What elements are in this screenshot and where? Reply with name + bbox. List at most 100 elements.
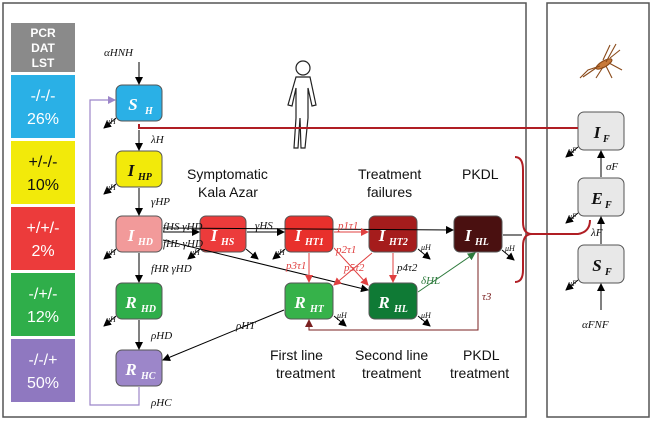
legend-row-4-percent: 12% xyxy=(27,309,59,326)
waning-immunity-arrow xyxy=(89,96,140,406)
IHL-letter: I xyxy=(464,226,473,245)
infection-link xyxy=(138,124,591,283)
SF-letter: S xyxy=(592,256,601,275)
mu-RHL: μH xyxy=(420,311,432,320)
compartment-IHL: I HL xyxy=(453,215,503,253)
RHD-sub: HD xyxy=(140,304,156,315)
host-panel xyxy=(2,2,527,418)
IHT2-sub: HT2 xyxy=(388,237,408,248)
heading-failures: failures xyxy=(367,184,412,200)
SF-sub: F xyxy=(604,267,612,278)
legend-row-5-percent: 50% xyxy=(27,375,59,392)
EF-letter: E xyxy=(590,189,602,208)
label-second-line-1: Second line xyxy=(355,347,428,363)
heading-treatment: Treatment xyxy=(358,166,421,182)
compartment-SF: S F xyxy=(577,244,625,284)
legend-header-lst: LST xyxy=(32,56,55,70)
legend-row-5 xyxy=(11,339,75,402)
RHL-sub: HL xyxy=(393,304,408,315)
mu-IHS: μH xyxy=(189,248,201,257)
legend-row-2-percent: 10% xyxy=(27,177,59,194)
label-second-line-2: treatment xyxy=(362,365,421,381)
compartment-IHS: I HS xyxy=(199,215,247,253)
rate-rho-hd: ρHD xyxy=(150,330,172,342)
IHP-sub: HP xyxy=(137,172,153,183)
IHT2-letter: I xyxy=(378,226,387,245)
RHC-sub: HC xyxy=(140,371,156,382)
legend-row-1-percent: 26% xyxy=(27,111,59,128)
mu-SH: μH xyxy=(105,117,117,126)
mu-IHT2: μH xyxy=(420,243,432,252)
legend-header-dat: DAT xyxy=(31,41,55,55)
rate-gamma-hp: γHP xyxy=(151,196,170,208)
compartment-IHT2: I HT2 xyxy=(368,215,418,253)
IHL-sub: HL xyxy=(474,237,489,248)
legend-row-3-percent: 2% xyxy=(31,243,54,260)
rate-tau3: τ3 xyxy=(482,291,492,303)
IHP-letter: I xyxy=(127,161,136,180)
mu-RHT: μH xyxy=(336,311,348,320)
IHT1-sub: HT1 xyxy=(304,237,324,248)
IF-letter: I xyxy=(593,123,602,142)
compartment-RHD: R HD xyxy=(115,282,163,320)
legend-row-4-code: -/+/- xyxy=(29,286,58,303)
legend-row-3 xyxy=(11,207,75,270)
IHD-letter: I xyxy=(127,226,136,245)
rate-p1-tau1: p1τ1 xyxy=(337,220,358,232)
RHT-letter: R xyxy=(293,293,305,312)
mu-IHL: μH xyxy=(504,244,516,253)
RHT-sub: HT xyxy=(309,304,325,315)
label-pkdl-treatment-1: PKDL xyxy=(463,347,500,363)
pkdl-treatment-arrow xyxy=(305,253,479,331)
pkdl-onset-arrow xyxy=(417,252,476,293)
IHD-sub: HD xyxy=(137,237,153,248)
legend-row-5-code: -/-/+ xyxy=(29,352,58,369)
host-arrows xyxy=(103,62,605,362)
failure-arrows xyxy=(305,228,397,286)
rate-fhl-gamma-hd: fHL γHD xyxy=(163,238,203,250)
rate-birth-h: αHNH xyxy=(104,47,134,59)
mu-EF: μF xyxy=(567,212,577,221)
label-first-line-1: First line xyxy=(270,347,323,363)
rate-p3-tau1: p3τ1 xyxy=(285,260,306,272)
legend-row-3-code: +/+/- xyxy=(27,220,60,237)
mu-IHD: μH xyxy=(105,248,117,257)
EF-sub: F xyxy=(604,200,612,211)
RHD-letter: R xyxy=(124,293,136,312)
compartment-RHL: R HL xyxy=(368,282,418,320)
SH-letter: S xyxy=(128,95,137,114)
human-figure-icon xyxy=(287,60,317,149)
legend-header-pcr: PCR xyxy=(30,26,56,40)
IHS-letter: I xyxy=(210,226,219,245)
mu-IHT1: μH xyxy=(274,248,286,257)
heading-symptomatic: Symptomatic xyxy=(187,166,268,182)
IHS-sub: HS xyxy=(220,237,235,248)
rate-lambda-h: λH xyxy=(150,134,165,146)
legend-row-2 xyxy=(11,141,75,204)
SH-sub: H xyxy=(144,106,154,117)
rate-birth-f: αFNF xyxy=(582,319,609,331)
legend-row-1-code: -/-/- xyxy=(31,88,56,105)
mu-RHD: μH xyxy=(105,315,117,324)
heading-kala-azar: Kala Azar xyxy=(198,184,258,200)
rate-gamma-hs: γHS xyxy=(255,220,273,232)
rate-p2-tau1: p2τ1 xyxy=(335,244,356,256)
rate-rho-hc: ρHC xyxy=(150,397,172,409)
mosquito-icon xyxy=(579,43,623,79)
IHT1-letter: I xyxy=(294,226,303,245)
rate-lambda-f: λF xyxy=(590,227,603,239)
mu-IHP: μH xyxy=(105,183,117,192)
legend-row-4 xyxy=(11,273,75,336)
rate-p5-tau2: p5τ2 xyxy=(343,262,365,274)
label-first-line-2: treatment xyxy=(276,365,335,381)
mu-SF: μF xyxy=(567,279,577,288)
compartment-RHC: R HC xyxy=(115,349,163,387)
compartment-IHT1: I HT1 xyxy=(284,215,334,253)
rate-p4-tau2: p4τ2 xyxy=(396,262,418,274)
mu-labels: μH μH μH μH μH μH μH μH μH μH μF μF μF xyxy=(105,117,577,324)
rate-sigma-f: σF xyxy=(606,161,618,173)
rate-delta-hl: δHL xyxy=(421,275,440,287)
legend-row-2-code: +/-/- xyxy=(29,154,58,171)
